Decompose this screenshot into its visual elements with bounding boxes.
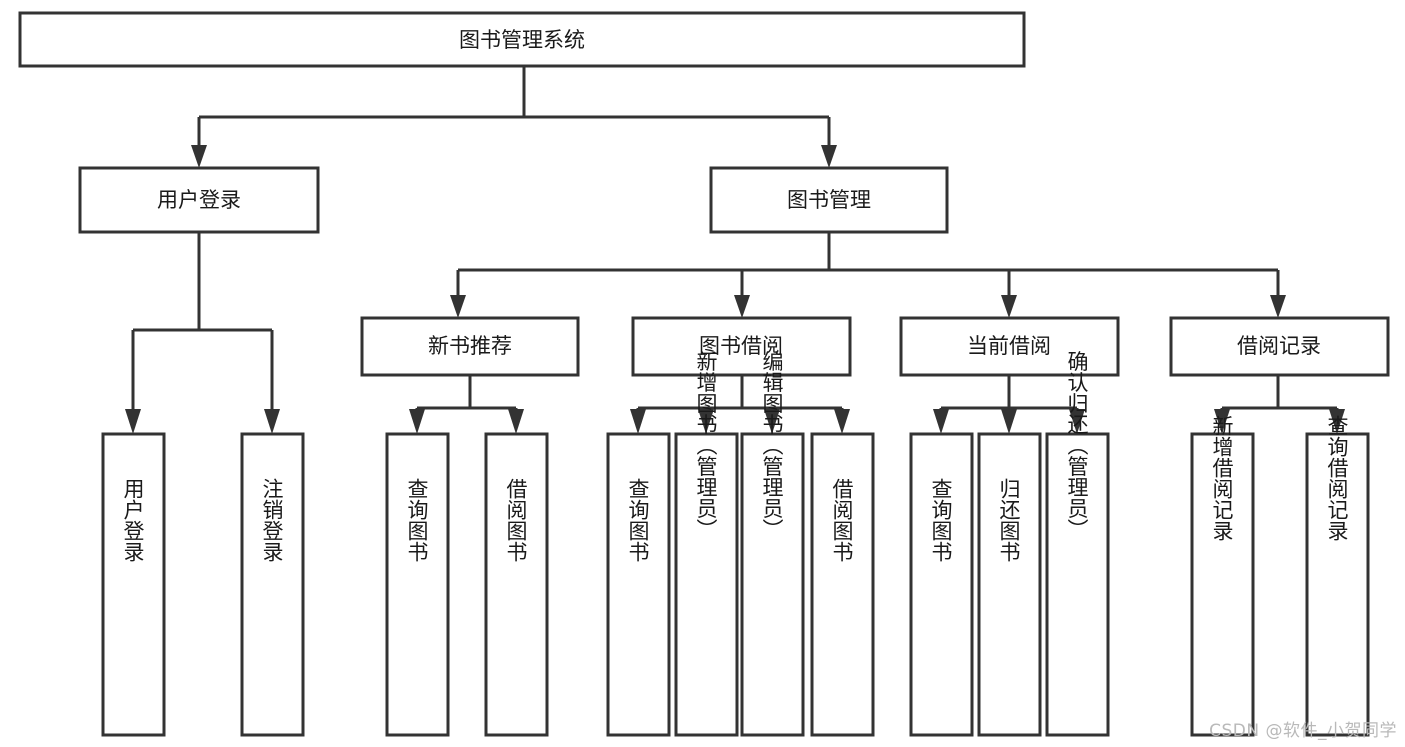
arrow-head-book-borrow xyxy=(734,295,750,318)
node-borrow-record[interactable]: 借阅记录 xyxy=(1169,316,1390,377)
leaf-current-borrow-1-label: 归还图书 xyxy=(997,478,1021,562)
arrow-head-current-borrow xyxy=(1001,295,1017,318)
node-current-borrow[interactable]: 当前借阅 xyxy=(899,316,1120,377)
arrow-head-book-mgmt xyxy=(821,145,837,168)
leaf-book-borrow-0[interactable]: 查询图书 xyxy=(606,432,671,737)
leaf-current-borrow-0-box xyxy=(909,432,974,737)
arrow-head-borrow-record xyxy=(1270,295,1286,318)
leaf-borrow-record-0-label: 新增借阅记录 xyxy=(1210,415,1234,541)
leaf-current-borrow-0[interactable]: 查询图书 xyxy=(909,432,974,737)
node-user-login[interactable]: 用户登录 xyxy=(78,166,320,234)
node-borrow-record-box xyxy=(1169,316,1390,377)
leaf-user-login-0[interactable]: 用户登录 xyxy=(101,432,166,737)
leaf-user-login-1-label: 注销登录 xyxy=(260,478,284,562)
node-book-management-box xyxy=(709,166,949,234)
arrow-head-current-borrow-leaf-0 xyxy=(933,409,949,434)
leaf-user-login-1-box xyxy=(240,432,305,737)
leaf-book-borrow-3-box xyxy=(810,432,875,737)
leaf-user-login-0-label: 用户登录 xyxy=(121,478,145,562)
arrow-head-book-borrow-leaf-0 xyxy=(630,409,646,434)
leaf-new-book-0-label: 查询图书 xyxy=(405,478,429,562)
arrow-head-borrow-record-leaf-0 xyxy=(1214,409,1230,434)
leaf-current-borrow-2-label: 确认归还（管理员） xyxy=(1065,351,1089,540)
arrow-head-new-book-leaf-1 xyxy=(508,409,524,434)
node-book-borrow-box xyxy=(631,316,852,377)
arrow-head-current-borrow-leaf-1 xyxy=(1001,409,1017,434)
leaf-current-borrow-2[interactable]: 确认归还（管理员） xyxy=(1045,351,1110,737)
leaf-book-borrow-0-label: 查询图书 xyxy=(626,478,650,562)
leaf-borrow-record-0-box xyxy=(1190,432,1255,737)
leaf-borrow-record-1-label: 查询借阅记录 xyxy=(1325,415,1349,541)
arrow-head-borrow-record-leaf-1 xyxy=(1329,409,1345,434)
node-new-book-recommend-box xyxy=(360,316,580,377)
node-borrow-record-label: 借阅记录 xyxy=(1237,334,1321,358)
node-new-book-recommend[interactable]: 新书推荐 xyxy=(360,316,580,377)
node-book-management[interactable]: 图书管理 xyxy=(709,166,949,234)
arrow-head-book-borrow-leaf-2 xyxy=(764,409,780,434)
leaf-user-login-0-box xyxy=(101,432,166,737)
leaf-current-borrow-1-box xyxy=(977,432,1042,737)
leaf-book-borrow-3[interactable]: 借阅图书 xyxy=(810,432,875,737)
node-root-book-management-system[interactable]: 图书管理系统 xyxy=(18,11,1026,68)
leaf-borrow-record-0[interactable]: 新增借阅记录 xyxy=(1190,415,1255,737)
arrow-head-user-login xyxy=(191,145,207,168)
leaf-book-borrow-2-label: 编辑图书（管理员） xyxy=(760,351,784,540)
node-user-login-box xyxy=(78,166,320,234)
leaf-borrow-record-1[interactable]: 查询借阅记录 xyxy=(1305,415,1370,737)
leaf-current-borrow-1[interactable]: 归还图书 xyxy=(977,432,1042,737)
node-new-book-recommend-label: 新书推荐 xyxy=(428,334,512,358)
leaf-book-borrow-1-label: 新增图书（管理员） xyxy=(694,351,718,540)
leaf-book-borrow-1[interactable]: 新增图书（管理员） xyxy=(674,351,739,737)
arrow-head-current-borrow-leaf-2 xyxy=(1069,409,1085,434)
leaf-new-book-1-box xyxy=(484,432,549,737)
leaf-current-borrow-0-label: 查询图书 xyxy=(929,478,953,562)
node-book-management-label: 图书管理 xyxy=(787,188,871,212)
node-current-borrow-box xyxy=(899,316,1120,377)
arrow-head-user-login-leaf-1 xyxy=(264,409,280,434)
leaf-new-book-1[interactable]: 借阅图书 xyxy=(484,432,549,737)
node-root-box xyxy=(18,11,1026,68)
leaf-book-borrow-3-label: 借阅图书 xyxy=(830,478,854,562)
arrow-head-new-book xyxy=(450,295,466,318)
node-book-borrow-label: 图书借阅 xyxy=(699,334,783,358)
arrow-head-book-borrow-leaf-1 xyxy=(698,409,714,434)
arrow-head-new-book-leaf-0 xyxy=(409,409,425,434)
leaf-book-borrow-2-box xyxy=(740,432,805,737)
node-user-login-label: 用户登录 xyxy=(157,188,241,212)
connector-layer xyxy=(125,66,1345,434)
node-current-borrow-label: 当前借阅 xyxy=(967,334,1051,358)
leaf-new-book-1-label: 借阅图书 xyxy=(504,478,528,562)
arrow-head-book-borrow-leaf-3 xyxy=(834,409,850,434)
leaf-user-login-1[interactable]: 注销登录 xyxy=(240,432,305,737)
arrow-head-user-login-leaf-0 xyxy=(125,409,141,434)
leaf-new-book-0-box xyxy=(385,432,450,737)
leaf-new-book-0[interactable]: 查询图书 xyxy=(385,432,450,737)
leaf-book-borrow-0-box xyxy=(606,432,671,737)
leaf-current-borrow-2-box xyxy=(1045,432,1110,737)
node-book-borrow[interactable]: 图书借阅 xyxy=(631,316,852,377)
node-root-label: 图书管理系统 xyxy=(459,28,585,52)
leaf-book-borrow-1-box xyxy=(674,432,739,737)
leaf-borrow-record-1-box xyxy=(1305,432,1370,737)
leaf-book-borrow-2[interactable]: 编辑图书（管理员） xyxy=(740,351,805,737)
